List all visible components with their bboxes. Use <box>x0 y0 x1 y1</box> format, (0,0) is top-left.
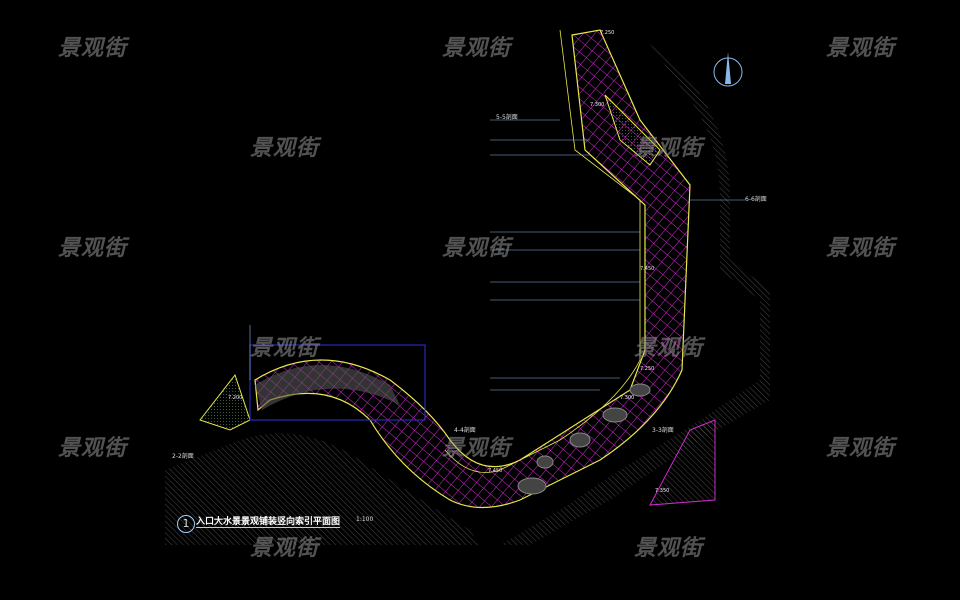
section-label: 5-5剖面 <box>496 114 518 121</box>
leader-lines <box>249 119 745 391</box>
section-label: 6-6剖面 <box>745 196 767 203</box>
watermark: 景观街 <box>826 236 896 261</box>
elevation-label: 7.300 <box>620 395 635 401</box>
section-label: 4-4剖面 <box>454 427 476 434</box>
elevation-label: 7.450 <box>488 468 503 474</box>
watermark: 景观街 <box>250 536 320 561</box>
section-label: 2-2剖面 <box>172 453 194 460</box>
elevation-label: 7.300 <box>590 102 605 108</box>
elevation-label: 7.250 <box>600 30 615 36</box>
elevation-label: 7.450 <box>640 266 655 272</box>
watermark: 景观街 <box>826 36 896 61</box>
watermark: 景观街 <box>442 36 512 61</box>
detail-frame <box>249 344 426 421</box>
watermark: 景观街 <box>250 136 320 161</box>
water-feature <box>255 365 400 410</box>
section-label: 3-3剖面 <box>652 427 674 434</box>
inner-edge <box>444 29 641 473</box>
planting-bed <box>604 94 661 166</box>
watermark: 景观街 <box>250 336 320 361</box>
trees <box>517 383 651 495</box>
watermark: 景观街 <box>634 536 704 561</box>
watermark: 景观街 <box>58 436 128 461</box>
drawing-number: 1 <box>177 515 195 533</box>
elevation-label: 7.350 <box>655 488 670 494</box>
watermark: 景观街 <box>826 436 896 461</box>
elevation-label: 7.200 <box>228 395 243 401</box>
watermark: 景观街 <box>634 336 704 361</box>
parking-bay <box>649 419 716 506</box>
drawing-scale: 1:100 <box>356 516 374 523</box>
planting-west <box>199 373 251 431</box>
drawing-title: 入口大水景景观铺装竖向索引平面图 <box>196 514 341 528</box>
watermark: 景观街 <box>442 236 512 261</box>
elevation-label: 7.250 <box>640 366 655 372</box>
north-arrow-icon <box>713 52 743 87</box>
watermark: 景观街 <box>58 36 128 61</box>
road-hatch <box>165 433 480 545</box>
watermark: 景观街 <box>634 136 704 161</box>
watermark: 景观街 <box>58 236 128 261</box>
watermark: 景观街 <box>442 436 512 461</box>
